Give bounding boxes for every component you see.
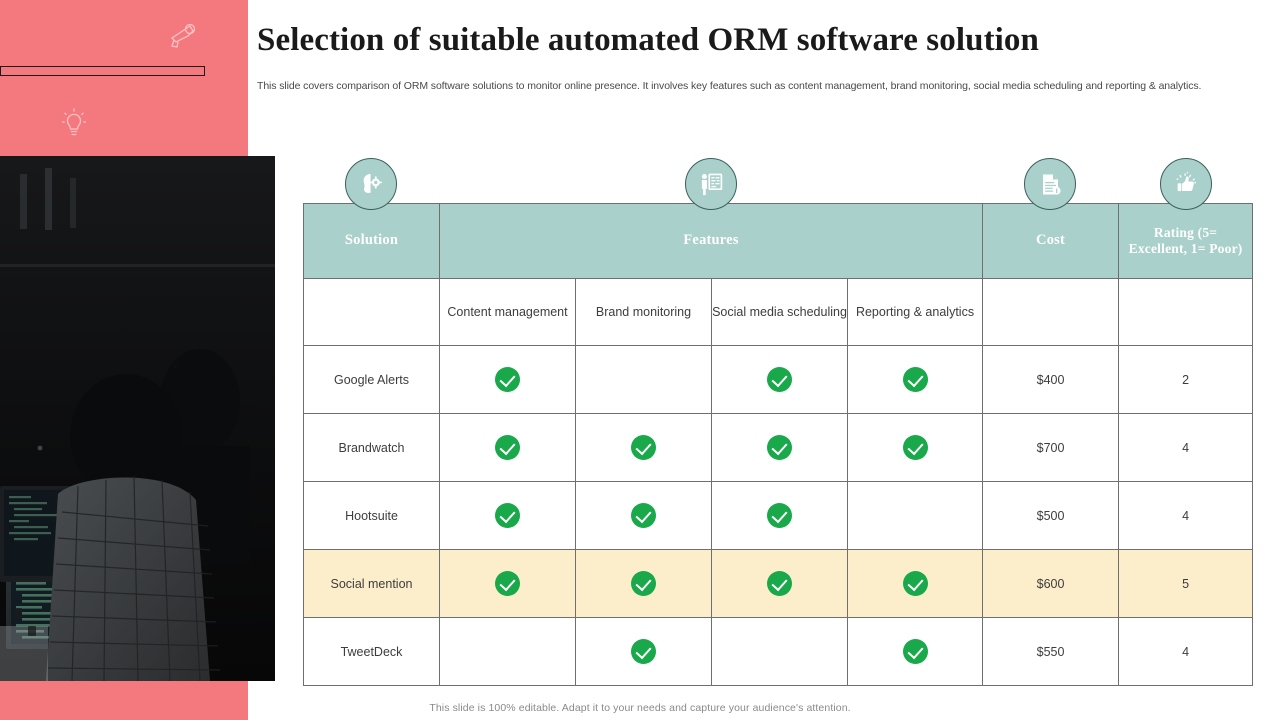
head-gear-icon bbox=[358, 171, 384, 197]
cell-feature-check bbox=[575, 549, 712, 618]
page-subtitle: This slide covers comparison of ORM soft… bbox=[257, 80, 1202, 92]
megaphone-icon bbox=[166, 20, 198, 52]
check-icon bbox=[495, 367, 520, 392]
cell-feature-check bbox=[711, 481, 848, 550]
cell-feature-check bbox=[439, 481, 576, 550]
subheader-blank-rating bbox=[1118, 278, 1254, 346]
cell-feature-empty bbox=[575, 345, 712, 414]
table-header-row: Solution Features Cost Rating (5= Excell… bbox=[303, 203, 1254, 279]
check-icon bbox=[902, 367, 928, 392]
check-icon bbox=[631, 435, 656, 460]
check-icon bbox=[631, 639, 656, 664]
check-icon bbox=[495, 435, 520, 460]
page-title: Selection of suitable automated ORM soft… bbox=[257, 22, 1039, 58]
thumbs-up-icon bbox=[1173, 171, 1199, 197]
cell-feature-check bbox=[575, 481, 712, 550]
cell-feature-check bbox=[575, 413, 712, 482]
check-icon bbox=[495, 571, 520, 596]
left-accent-panel-top bbox=[0, 0, 248, 157]
check-icon bbox=[902, 639, 928, 664]
cell-feature-check bbox=[711, 413, 848, 482]
head-gear-icon-badge bbox=[345, 158, 397, 210]
subheader-reporting-analytics: Reporting & analytics bbox=[846, 278, 984, 346]
pink-accent-bar bbox=[0, 66, 205, 76]
cell-feature-empty bbox=[711, 617, 848, 686]
cell-cost: $600 bbox=[982, 549, 1120, 618]
table-subheader-row: Content management Brand monitoring Soci… bbox=[303, 278, 1254, 346]
cell-rating: 5 bbox=[1118, 549, 1254, 618]
thumbs-up-icon-badge bbox=[1160, 158, 1212, 210]
cell-feature-check bbox=[439, 345, 576, 414]
lightbulb-icon bbox=[58, 105, 90, 139]
cell-cost: $700 bbox=[982, 413, 1120, 482]
cell-feature-check bbox=[846, 549, 984, 618]
cell-rating: 4 bbox=[1118, 413, 1254, 482]
office-workstation-photo bbox=[0, 156, 275, 681]
cell-rating: 4 bbox=[1118, 617, 1254, 686]
cell-feature-check bbox=[846, 617, 984, 686]
cell-solution-name: Hootsuite bbox=[303, 481, 440, 550]
cell-feature-check bbox=[575, 617, 712, 686]
left-accent-panel-bottom bbox=[0, 681, 248, 720]
cell-cost: $400 bbox=[982, 345, 1120, 414]
cell-cost: $550 bbox=[982, 617, 1120, 686]
document-icon-badge bbox=[1024, 158, 1076, 210]
cell-solution-name: TweetDeck bbox=[303, 617, 440, 686]
check-icon bbox=[767, 435, 792, 460]
cell-rating: 2 bbox=[1118, 345, 1254, 414]
header-features: Features bbox=[438, 203, 984, 279]
subheader-brand-monitoring: Brand monitoring bbox=[575, 278, 712, 346]
cell-feature-check bbox=[439, 413, 576, 482]
header-cost: Cost bbox=[982, 203, 1120, 279]
footer-note: This slide is 100% editable. Adapt it to… bbox=[429, 702, 851, 714]
cell-solution-name: Google Alerts bbox=[303, 345, 440, 414]
subheader-blank-cost bbox=[982, 278, 1120, 346]
orm-comparison-table: Solution Features Cost Rating (5= Excell… bbox=[303, 203, 1254, 686]
cell-feature-empty bbox=[439, 617, 576, 686]
cell-feature-empty bbox=[846, 481, 984, 550]
document-icon bbox=[1038, 172, 1063, 197]
check-icon bbox=[902, 571, 928, 596]
presentation-person-icon-badge bbox=[685, 158, 737, 210]
cell-feature-check bbox=[846, 413, 984, 482]
check-icon bbox=[495, 503, 520, 528]
check-icon bbox=[631, 503, 656, 528]
header-solution: Solution bbox=[303, 203, 440, 279]
cell-feature-check bbox=[711, 549, 848, 618]
check-icon bbox=[631, 571, 656, 596]
subheader-content-management: Content management bbox=[439, 278, 576, 346]
presentation-person-icon bbox=[698, 171, 724, 197]
subheader-blank-solution bbox=[303, 278, 440, 346]
cell-feature-check bbox=[439, 549, 576, 618]
cell-rating: 4 bbox=[1118, 481, 1254, 550]
check-icon bbox=[902, 435, 928, 460]
cell-solution-name: Brandwatch bbox=[303, 413, 440, 482]
cell-cost: $500 bbox=[982, 481, 1120, 550]
cell-feature-check bbox=[846, 345, 984, 414]
subheader-social-media-scheduling: Social media scheduling bbox=[711, 278, 848, 346]
check-icon bbox=[767, 367, 792, 392]
check-icon bbox=[767, 571, 792, 596]
header-rating: Rating (5= Excellent, 1= Poor) bbox=[1118, 203, 1254, 279]
cell-feature-check bbox=[711, 345, 848, 414]
check-icon bbox=[767, 503, 792, 528]
cell-solution-name: Social mention bbox=[303, 549, 440, 618]
